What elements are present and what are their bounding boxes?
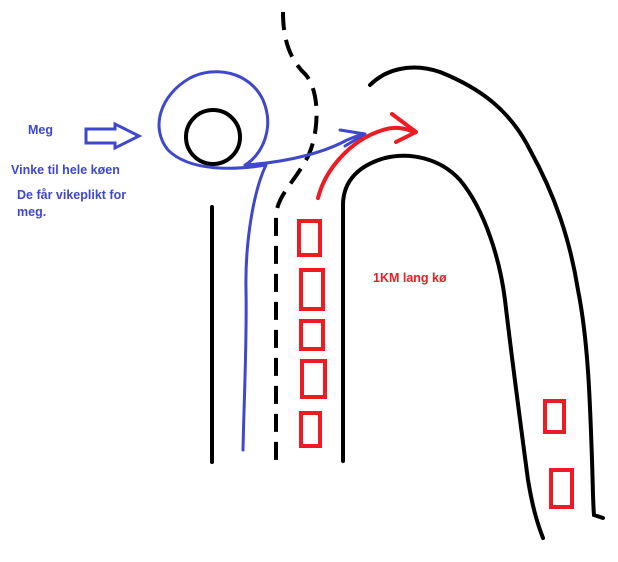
queue-car [549, 468, 574, 509]
roundabout-island [184, 108, 242, 166]
my-route-arrowhead [338, 128, 367, 148]
queue-car [543, 399, 566, 434]
wave-label: Vinke til hele køen [11, 163, 120, 177]
queue-arrow-icon [316, 125, 416, 200]
queue-arrowhead [390, 112, 418, 144]
me-arrow-icon [84, 121, 143, 151]
queue-label: 1KM lang kø [373, 271, 447, 285]
queue-car [299, 268, 325, 311]
queue-car [299, 319, 325, 351]
road-center-dashed-line [274, 11, 319, 462]
queue-car [299, 411, 322, 448]
my-route-path [157, 70, 364, 452]
queue-car [300, 359, 327, 399]
queue-car [297, 219, 322, 257]
road-outer-edge [368, 65, 605, 520]
me-label: Meg [28, 123, 53, 137]
right-of-way-label-line2: meg. [17, 205, 47, 219]
road-inner-edge [341, 153, 545, 540]
right-of-way-label-line1: De får vikeplikt for [17, 188, 127, 202]
